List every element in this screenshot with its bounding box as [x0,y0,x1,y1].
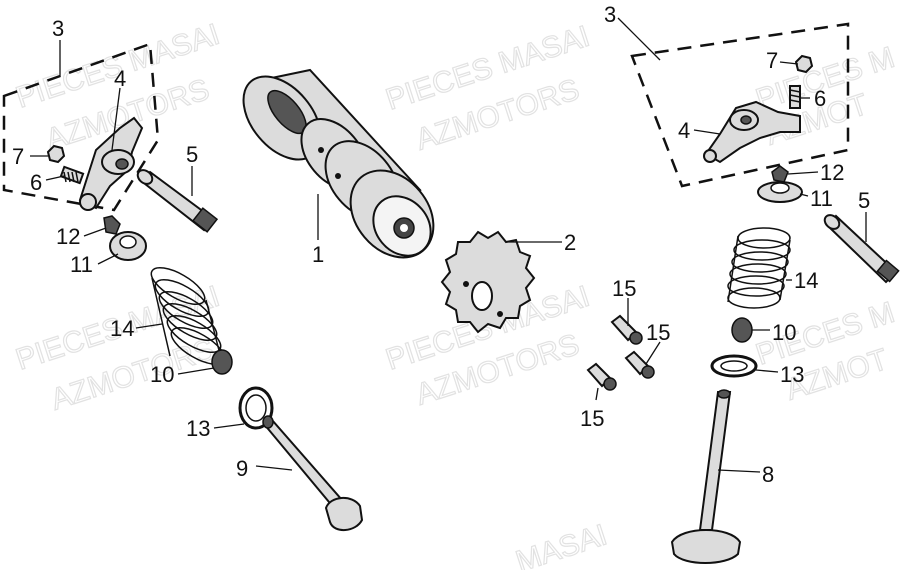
callout-13-right: 13 [780,362,804,387]
callout-5-right: 5 [858,188,870,213]
callout-15-lower: 15 [580,406,604,431]
left-valve-stem-seal [211,349,233,375]
right-spring-retainer [757,181,803,203]
left-spring-seat-washer [238,386,274,430]
sprocket-bolt-middle [624,350,655,379]
callout-15-middle: 15 [646,320,670,345]
cam-sprocket [440,230,536,334]
callout-8: 8 [762,462,774,487]
callout-3-left: 3 [52,16,64,41]
callout-3-right: 3 [604,2,616,27]
left-adjust-screw [59,165,85,185]
right-adjust-screw [789,85,801,109]
callout-12-left: 12 [56,224,80,249]
right-adjust-nut [794,54,814,74]
callout-4-left: 4 [114,66,126,91]
sprocket-bolt-upper [610,314,643,345]
callout-14-right: 14 [794,268,818,293]
right-spring-seat-washer [710,354,758,378]
callout-labels: 3 4 7 6 5 12 11 14 10 13 9 1 2 3 4 7 6 1… [12,2,870,487]
leader-lines [30,17,867,473]
callout-2: 2 [564,230,576,255]
sprocket-bolt-lower [586,362,617,391]
callout-5-left: 5 [186,142,198,167]
left-spring-retainer [109,231,147,261]
left-rocker-shaft [136,169,219,233]
callout-11-left: 11 [70,252,93,277]
callout-10-left: 10 [150,362,174,387]
left-adjust-nut [46,144,66,164]
callout-11-right: 11 [810,186,833,211]
right-valve-spring [727,227,791,309]
right-rocker-arm [703,100,801,164]
right-rocker-group-outline [630,22,850,188]
right-valve-cotter [771,165,789,183]
right-intake-valve [670,389,742,564]
right-valve-stem-seal [731,317,753,343]
callout-6-right: 6 [814,86,826,111]
callout-14-left: 14 [110,316,134,341]
callout-13-left: 13 [186,416,210,441]
left-exhaust-valve [262,415,364,531]
callout-10-right: 10 [772,320,796,345]
callout-15-upper: 15 [612,276,636,301]
right-rocker-shaft [823,214,900,284]
left-rocker-group-outline [2,42,160,212]
callout-4-right: 4 [678,118,690,143]
callout-12-right: 12 [820,160,844,185]
callout-6-left: 6 [30,170,42,195]
callout-9: 9 [236,456,248,481]
left-rocker-arm [78,116,144,211]
callout-7-right: 7 [766,48,778,73]
camshaft [242,68,435,259]
watermark-bottom: MASAI [512,518,611,570]
callout-7-left: 7 [12,144,24,169]
left-valve-cotter [103,215,121,235]
callout-1: 1 [312,242,324,267]
